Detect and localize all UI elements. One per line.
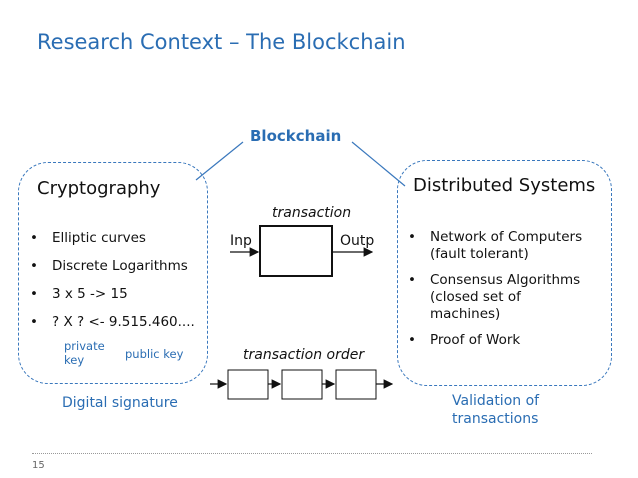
- transaction-order-label: transaction order: [243, 347, 365, 363]
- chain-block: [227, 369, 269, 400]
- cryptography-list: Elliptic curves Discrete Logarithms 3 x …: [28, 230, 218, 342]
- slide-title: Research Context – The Blockchain: [37, 30, 406, 54]
- distributed-systems-list: Network of Computers (fault tolerant) Co…: [406, 229, 586, 358]
- list-item: Network of Computers (fault tolerant): [406, 229, 586, 263]
- digital-signature-caption: Digital signature: [62, 395, 178, 411]
- chain-block: [281, 369, 323, 400]
- distributed-systems-heading: Distributed Systems: [413, 175, 596, 196]
- footer-divider: [32, 453, 592, 454]
- list-item: Elliptic curves: [28, 230, 218, 247]
- transaction-label: transaction: [272, 205, 352, 221]
- page-number: 15: [32, 460, 45, 471]
- list-item: Consensus Algorithms (closed set of mach…: [406, 272, 586, 323]
- cryptography-heading: Cryptography: [37, 178, 161, 199]
- blockchain-label: Blockchain: [250, 127, 342, 145]
- output-label: Outp: [340, 233, 375, 249]
- connector-line-left: [195, 141, 244, 181]
- list-item: 3 x 5 -> 15: [28, 286, 218, 303]
- connector-line-right: [351, 141, 406, 187]
- input-label: Inp: [230, 233, 252, 249]
- chain-block: [335, 369, 377, 400]
- list-item: Discrete Logarithms: [28, 258, 218, 275]
- private-key-label: private key: [64, 339, 105, 367]
- public-key-label: public key: [125, 347, 184, 361]
- transaction-box: [259, 225, 333, 277]
- list-item: Proof of Work: [406, 332, 586, 349]
- distributed-systems-panel: [397, 160, 612, 386]
- validation-caption: Validation of transactions: [452, 393, 540, 427]
- list-item: ? X ? <- 9.515.460....: [28, 314, 218, 331]
